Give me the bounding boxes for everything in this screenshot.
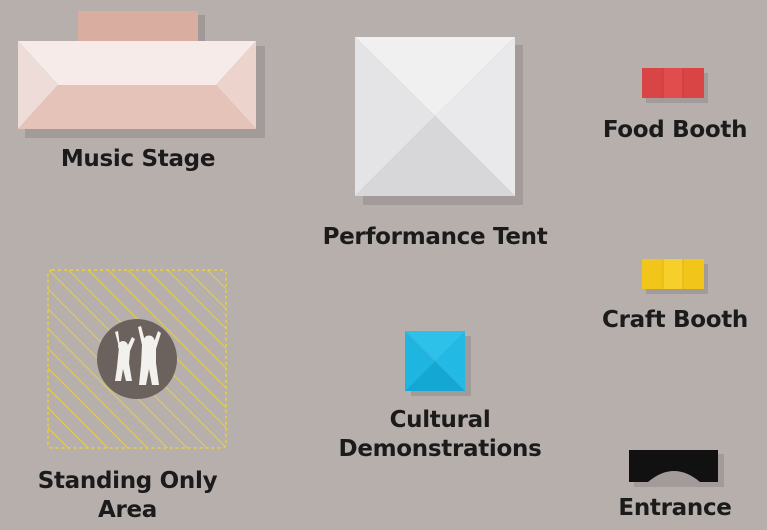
- tent-roof-icon: [355, 37, 523, 205]
- music-stage-roof-icon: [18, 11, 265, 138]
- music-stage-label: Music Stage: [60, 146, 216, 172]
- craft-booth-icon: [642, 259, 708, 294]
- legend-item-food-booth: Food Booth: [590, 60, 760, 150]
- legend-item-cultural-demos: Cultural Demonstrations: [320, 322, 560, 472]
- legend-item-craft-booth: Craft Booth: [590, 252, 760, 342]
- craft-booth-label: Craft Booth: [602, 307, 748, 333]
- entrance-arch-icon: [629, 450, 724, 487]
- cultural-demos-label-line1: Cultural: [389, 407, 491, 433]
- legend-item-performance-tent: Performance Tent: [300, 0, 570, 260]
- entrance-label: Entrance: [618, 495, 732, 521]
- performance-tent-label: Performance Tent: [322, 224, 548, 250]
- pyramid-roof-icon: [405, 331, 471, 396]
- food-booth-icon: [642, 68, 708, 103]
- legend-item-entrance: Entrance: [590, 440, 767, 530]
- food-booth-label: Food Booth: [602, 117, 748, 143]
- crowd-icon: [97, 319, 177, 399]
- standing-area-label-line2: Area: [97, 497, 158, 523]
- standing-area-label-line1: Standing Only: [37, 468, 218, 494]
- legend-item-music-stage: Music Stage: [0, 0, 280, 180]
- legend-item-standing-area: Standing Only Area: [20, 262, 260, 530]
- cultural-demos-label-line2: Demonstrations: [338, 436, 542, 462]
